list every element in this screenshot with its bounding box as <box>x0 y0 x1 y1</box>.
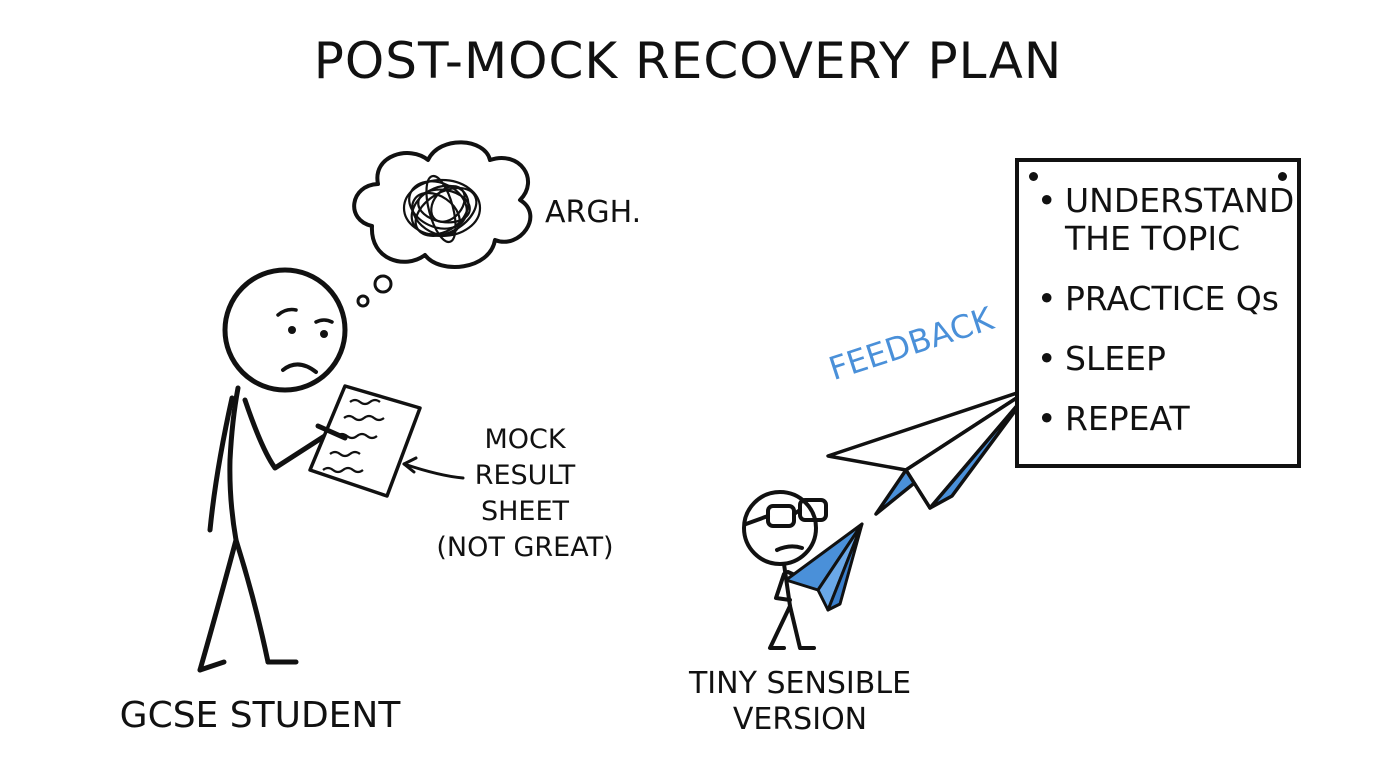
small-paper-plane-icon <box>784 522 864 612</box>
thought-bubble-tiny <box>356 294 370 308</box>
student-right-leg <box>233 537 271 665</box>
page-title: POST-MOCK RECOVERY PLAN <box>313 32 1063 90</box>
thought-text: ARGH. <box>545 195 642 230</box>
gcse-student-figure <box>197 267 348 673</box>
plan-item: PRACTICE Qs <box>1037 280 1297 319</box>
tiny-sensible-figure <box>742 490 828 650</box>
student-right-arm <box>242 397 337 471</box>
pin-icon <box>1278 172 1287 181</box>
plan-item: UNDERSTAND THE TOPIC <box>1037 182 1297 258</box>
plan-item: REPEAT <box>1037 400 1297 439</box>
plan-item: SLEEP <box>1037 340 1297 379</box>
student-left-arm <box>207 395 235 533</box>
thought-bubble-small <box>373 274 393 294</box>
mock-result-label: MOCK RESULT SHEET (NOT GREAT) <box>436 424 614 563</box>
feedback-paper-plane-icon <box>826 386 1034 516</box>
thought-cloud <box>352 140 533 269</box>
mini-figure-label: TINY SENSIBLE VERSION <box>688 666 912 737</box>
pin-icon <box>1029 172 1038 181</box>
plan-board: UNDERSTAND THE TOPIC PRACTICE Qs SLEEP R… <box>1015 158 1301 468</box>
scribble-icon <box>402 174 482 244</box>
student-head <box>222 267 348 393</box>
pointer-arrow-icon <box>402 456 465 480</box>
student-label: GCSE STUDENT <box>119 695 401 736</box>
mock-result-sheet <box>308 384 422 498</box>
student-left-leg <box>197 537 239 673</box>
student-body <box>227 385 241 543</box>
plan-list: UNDERSTAND THE TOPIC PRACTICE Qs SLEEP R… <box>1019 162 1297 439</box>
